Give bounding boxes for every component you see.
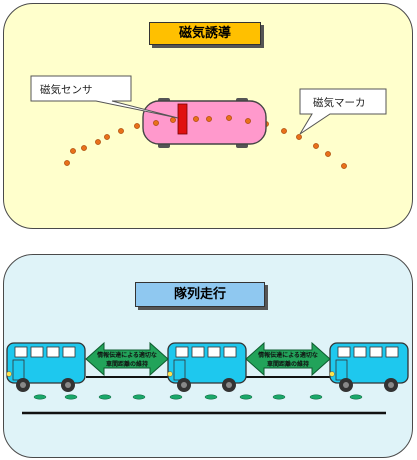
bus-3 <box>329 342 409 392</box>
arrow-1-line2: 車間距離の維持 <box>106 360 148 368</box>
magnetic-sensor <box>177 103 188 135</box>
arrow-1-line1: 情報伝達による適切な <box>97 351 157 359</box>
car <box>142 98 267 148</box>
bus-1 <box>6 342 86 392</box>
marker-label: 磁気マーカ <box>313 96 366 109</box>
spacing-arrow-2: 情報伝達による適切な 車間距離の維持 <box>245 341 331 377</box>
car-body <box>142 100 267 145</box>
spacing-arrow-1: 情報伝達による適切な 車間距離の維持 <box>85 341 169 377</box>
bus-2 <box>167 342 247 392</box>
marker-callout: 磁気マーカ <box>299 88 387 135</box>
magnetic-guidance-title: 磁気誘導 <box>149 22 261 45</box>
arrow-2-line1: 情報伝達による適切な <box>258 351 318 359</box>
platooning-title: 隊列走行 <box>135 282 265 307</box>
road-markers <box>33 394 363 400</box>
arrow-2-line2: 車間距離の維持 <box>267 360 309 368</box>
sensor-callout: 磁気センサ <box>30 75 179 119</box>
sensor-label: 磁気センサ <box>40 83 93 96</box>
